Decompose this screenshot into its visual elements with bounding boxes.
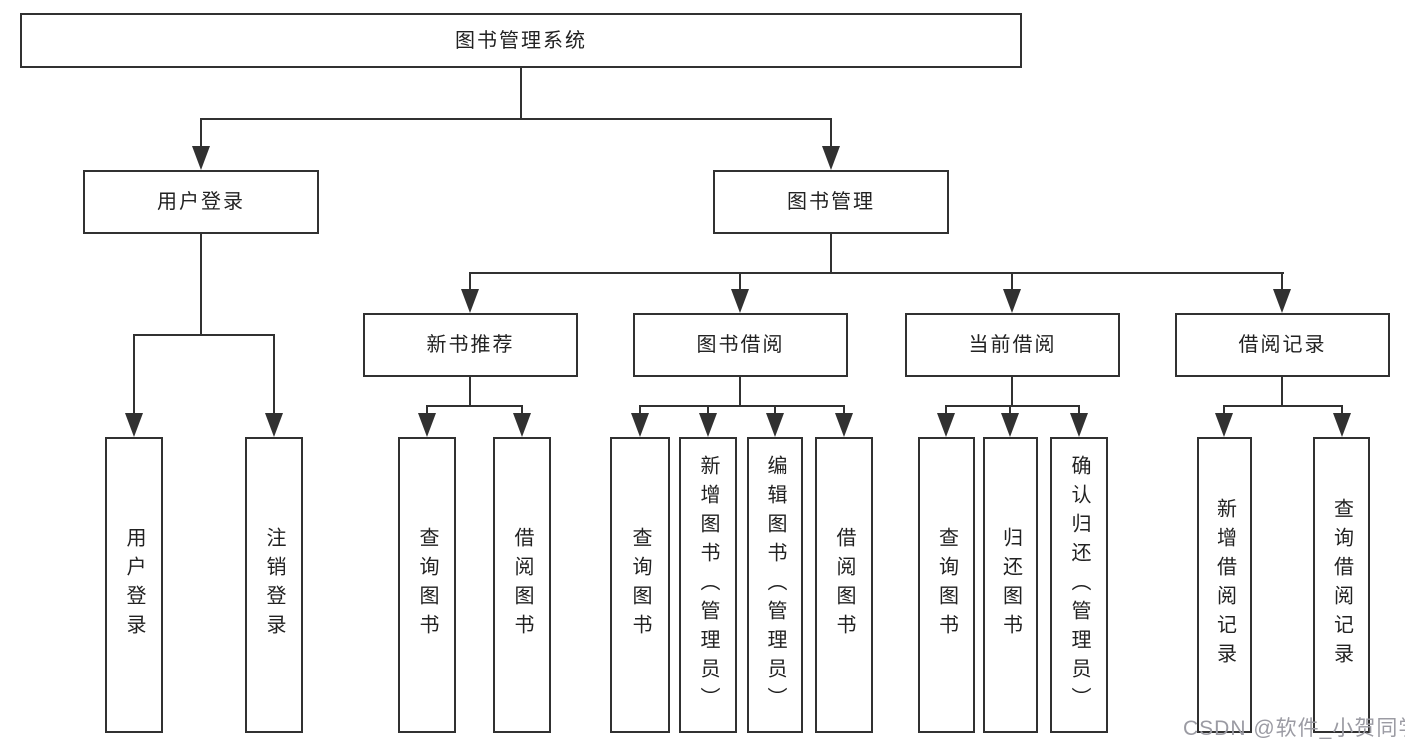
connector-line: [273, 334, 275, 415]
node-label: 用户登录: [157, 191, 245, 213]
leaf-add-record: 新增借阅记录: [1197, 437, 1252, 733]
connector-line: [739, 377, 741, 406]
node-borrow-record: 借阅记录: [1175, 313, 1390, 377]
node-current-borrow: 当前借阅: [905, 313, 1120, 377]
connector-line: [1223, 405, 1225, 415]
leaf-confirm-return: 确认归还（管理员）: [1050, 437, 1108, 733]
connector-line: [739, 272, 741, 291]
connector-line: [427, 405, 523, 407]
connector-line: [133, 334, 135, 415]
connector-line: [1011, 272, 1013, 291]
node-label: 查询图书: [935, 527, 958, 643]
node-label: 用户登录: [123, 527, 145, 643]
csdn-watermark: CSDN @软件_小贺同学: [1183, 717, 1405, 740]
connector-line: [200, 118, 202, 150]
arrowhead-down-icon: [731, 289, 749, 313]
arrowhead-down-icon: [937, 413, 955, 437]
node-label: 归还图书: [999, 527, 1022, 643]
arrowhead-down-icon: [513, 413, 531, 437]
arrowhead-down-icon: [192, 146, 210, 170]
connector-line: [426, 405, 428, 415]
connector-line: [640, 405, 845, 407]
leaf-borrow-borrow-book: 借阅图书: [815, 437, 873, 733]
node-book-borrow: 图书借阅: [633, 313, 848, 377]
connector-line: [945, 405, 947, 415]
node-label: 注销登录: [263, 527, 285, 643]
arrowhead-down-icon: [1003, 289, 1021, 313]
connector-line: [520, 68, 522, 120]
connector-line: [469, 272, 471, 291]
arrowhead-down-icon: [418, 413, 436, 437]
node-label: 借阅图书: [833, 527, 855, 643]
arrowhead-down-icon: [1001, 413, 1019, 437]
connector-line: [134, 334, 275, 336]
node-new-book-rec: 新书推荐: [363, 313, 578, 377]
connector-line: [469, 377, 471, 406]
arrowhead-down-icon: [631, 413, 649, 437]
node-book-mgmt: 图书管理: [713, 170, 949, 234]
leaf-rec-query-book: 查询图书: [398, 437, 456, 733]
arrowhead-down-icon: [265, 413, 283, 437]
connector-line: [1078, 405, 1080, 415]
node-label: 查询图书: [629, 527, 651, 643]
arrowhead-down-icon: [766, 413, 784, 437]
leaf-current-query-book: 查询图书: [918, 437, 975, 733]
arrowhead-down-icon: [699, 413, 717, 437]
node-label: 查询借阅记录: [1330, 498, 1353, 672]
connector-line: [1224, 405, 1343, 407]
node-label: 当前借阅: [968, 334, 1057, 356]
connector-line: [201, 118, 831, 120]
node-label: 新增借阅记录: [1213, 498, 1236, 672]
leaf-user-login: 用户登录: [105, 437, 163, 733]
connector-line: [1281, 272, 1283, 291]
node-label: 借阅图书: [511, 527, 533, 643]
leaf-rec-borrow-book: 借阅图书: [493, 437, 551, 733]
connector-line: [1011, 377, 1013, 406]
leaf-query-record: 查询借阅记录: [1313, 437, 1370, 733]
arrowhead-down-icon: [822, 146, 840, 170]
node-label: 借阅记录: [1238, 334, 1327, 356]
connector-line: [200, 234, 202, 335]
node-label: 确认归还（管理员）: [1068, 454, 1090, 716]
connector-line: [1341, 405, 1343, 415]
node-label: 新增图书（管理员）: [697, 454, 719, 716]
node-label: 图书管理: [787, 191, 875, 213]
connector-line: [946, 405, 1080, 407]
connector-line: [830, 234, 832, 274]
leaf-borrow-query-book: 查询图书: [610, 437, 670, 733]
connector-line: [830, 118, 832, 150]
connector-line: [639, 405, 641, 415]
arrowhead-down-icon: [1273, 289, 1291, 313]
node-user-login: 用户登录: [83, 170, 319, 234]
node-label: 图书借阅: [696, 334, 785, 356]
leaf-edit-book: 编辑图书（管理员）: [747, 437, 803, 733]
node-label: 图书管理系统: [455, 29, 587, 52]
connector-line: [521, 405, 523, 415]
connector-line: [707, 405, 709, 415]
connector-line: [774, 405, 776, 415]
connector-line: [470, 272, 1284, 274]
leaf-logout: 注销登录: [245, 437, 303, 733]
connector-line: [1281, 377, 1283, 406]
arrowhead-down-icon: [125, 413, 143, 437]
node-label: 新书推荐: [426, 334, 515, 356]
arrowhead-down-icon: [461, 289, 479, 313]
connector-line: [1009, 405, 1011, 415]
node-label: 编辑图书（管理员）: [764, 454, 786, 716]
leaf-return-book: 归还图书: [983, 437, 1038, 733]
arrowhead-down-icon: [1215, 413, 1233, 437]
arrowhead-down-icon: [1070, 413, 1088, 437]
arrowhead-down-icon: [835, 413, 853, 437]
node-root: 图书管理系统: [20, 13, 1022, 68]
leaf-add-book: 新增图书（管理员）: [679, 437, 737, 733]
arrowhead-down-icon: [1333, 413, 1351, 437]
node-label: 查询图书: [416, 527, 438, 643]
connector-line: [843, 405, 845, 415]
